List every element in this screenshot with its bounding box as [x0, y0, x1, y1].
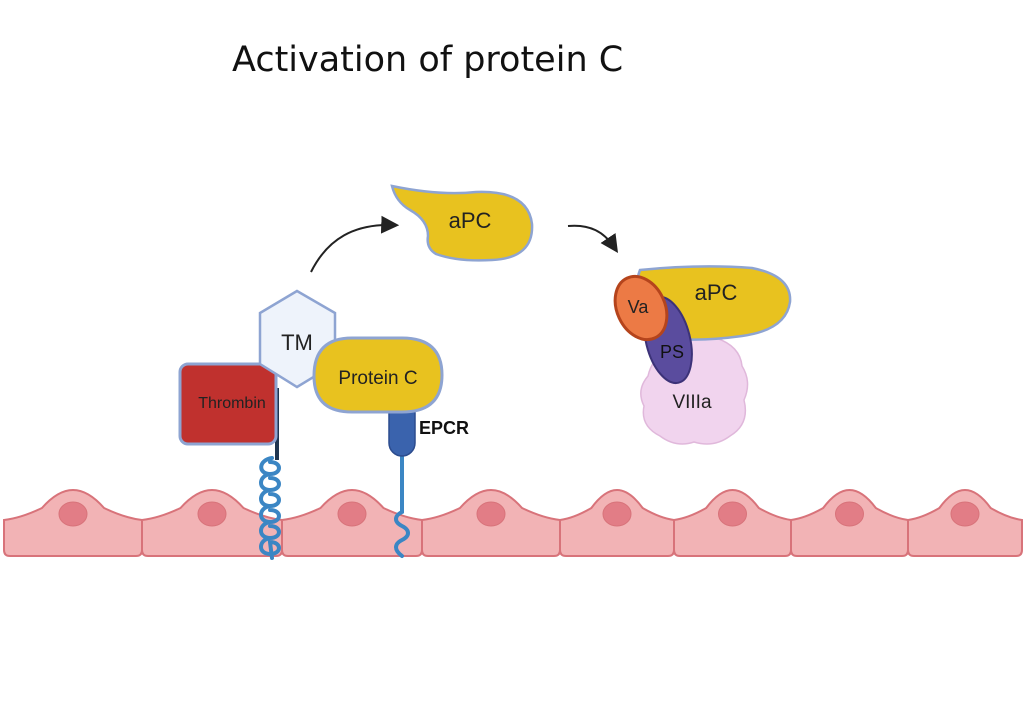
apc-complex-label: aPC — [695, 280, 738, 305]
viiia-label: VIIIa — [672, 392, 712, 413]
cell-nucleus — [950, 501, 980, 527]
va-shape — [613, 274, 669, 342]
cell-nucleus — [476, 501, 506, 527]
cell-nucleus — [197, 501, 227, 527]
inactivation-arrow — [567, 224, 618, 253]
va-label: Va — [628, 297, 650, 317]
protein-c-label: Protein C — [338, 368, 417, 389]
tm-label: TM — [281, 330, 313, 355]
cell-nucleus — [58, 501, 88, 527]
activation-arrow — [310, 215, 400, 273]
thrombomodulin-transmembrane-coil — [259, 456, 281, 560]
thrombin-label: Thrombin — [198, 395, 266, 412]
cell-nucleus — [718, 501, 747, 527]
epcr-label: EPCR — [419, 418, 469, 438]
ps-label: PS — [660, 342, 684, 362]
apc-free-label: aPC — [449, 208, 492, 233]
cell-nucleus — [337, 501, 367, 527]
diagram-title: Activation of protein C — [232, 40, 624, 80]
apc-free-shape — [390, 184, 534, 262]
endothelial-cell-layer — [3, 488, 1023, 557]
thrombin-block — [178, 362, 278, 446]
epcr-transmembrane-tail — [394, 453, 410, 558]
cell-nucleus — [835, 501, 864, 527]
cell-nucleus — [602, 501, 632, 527]
protein-c-shape — [312, 336, 444, 414]
